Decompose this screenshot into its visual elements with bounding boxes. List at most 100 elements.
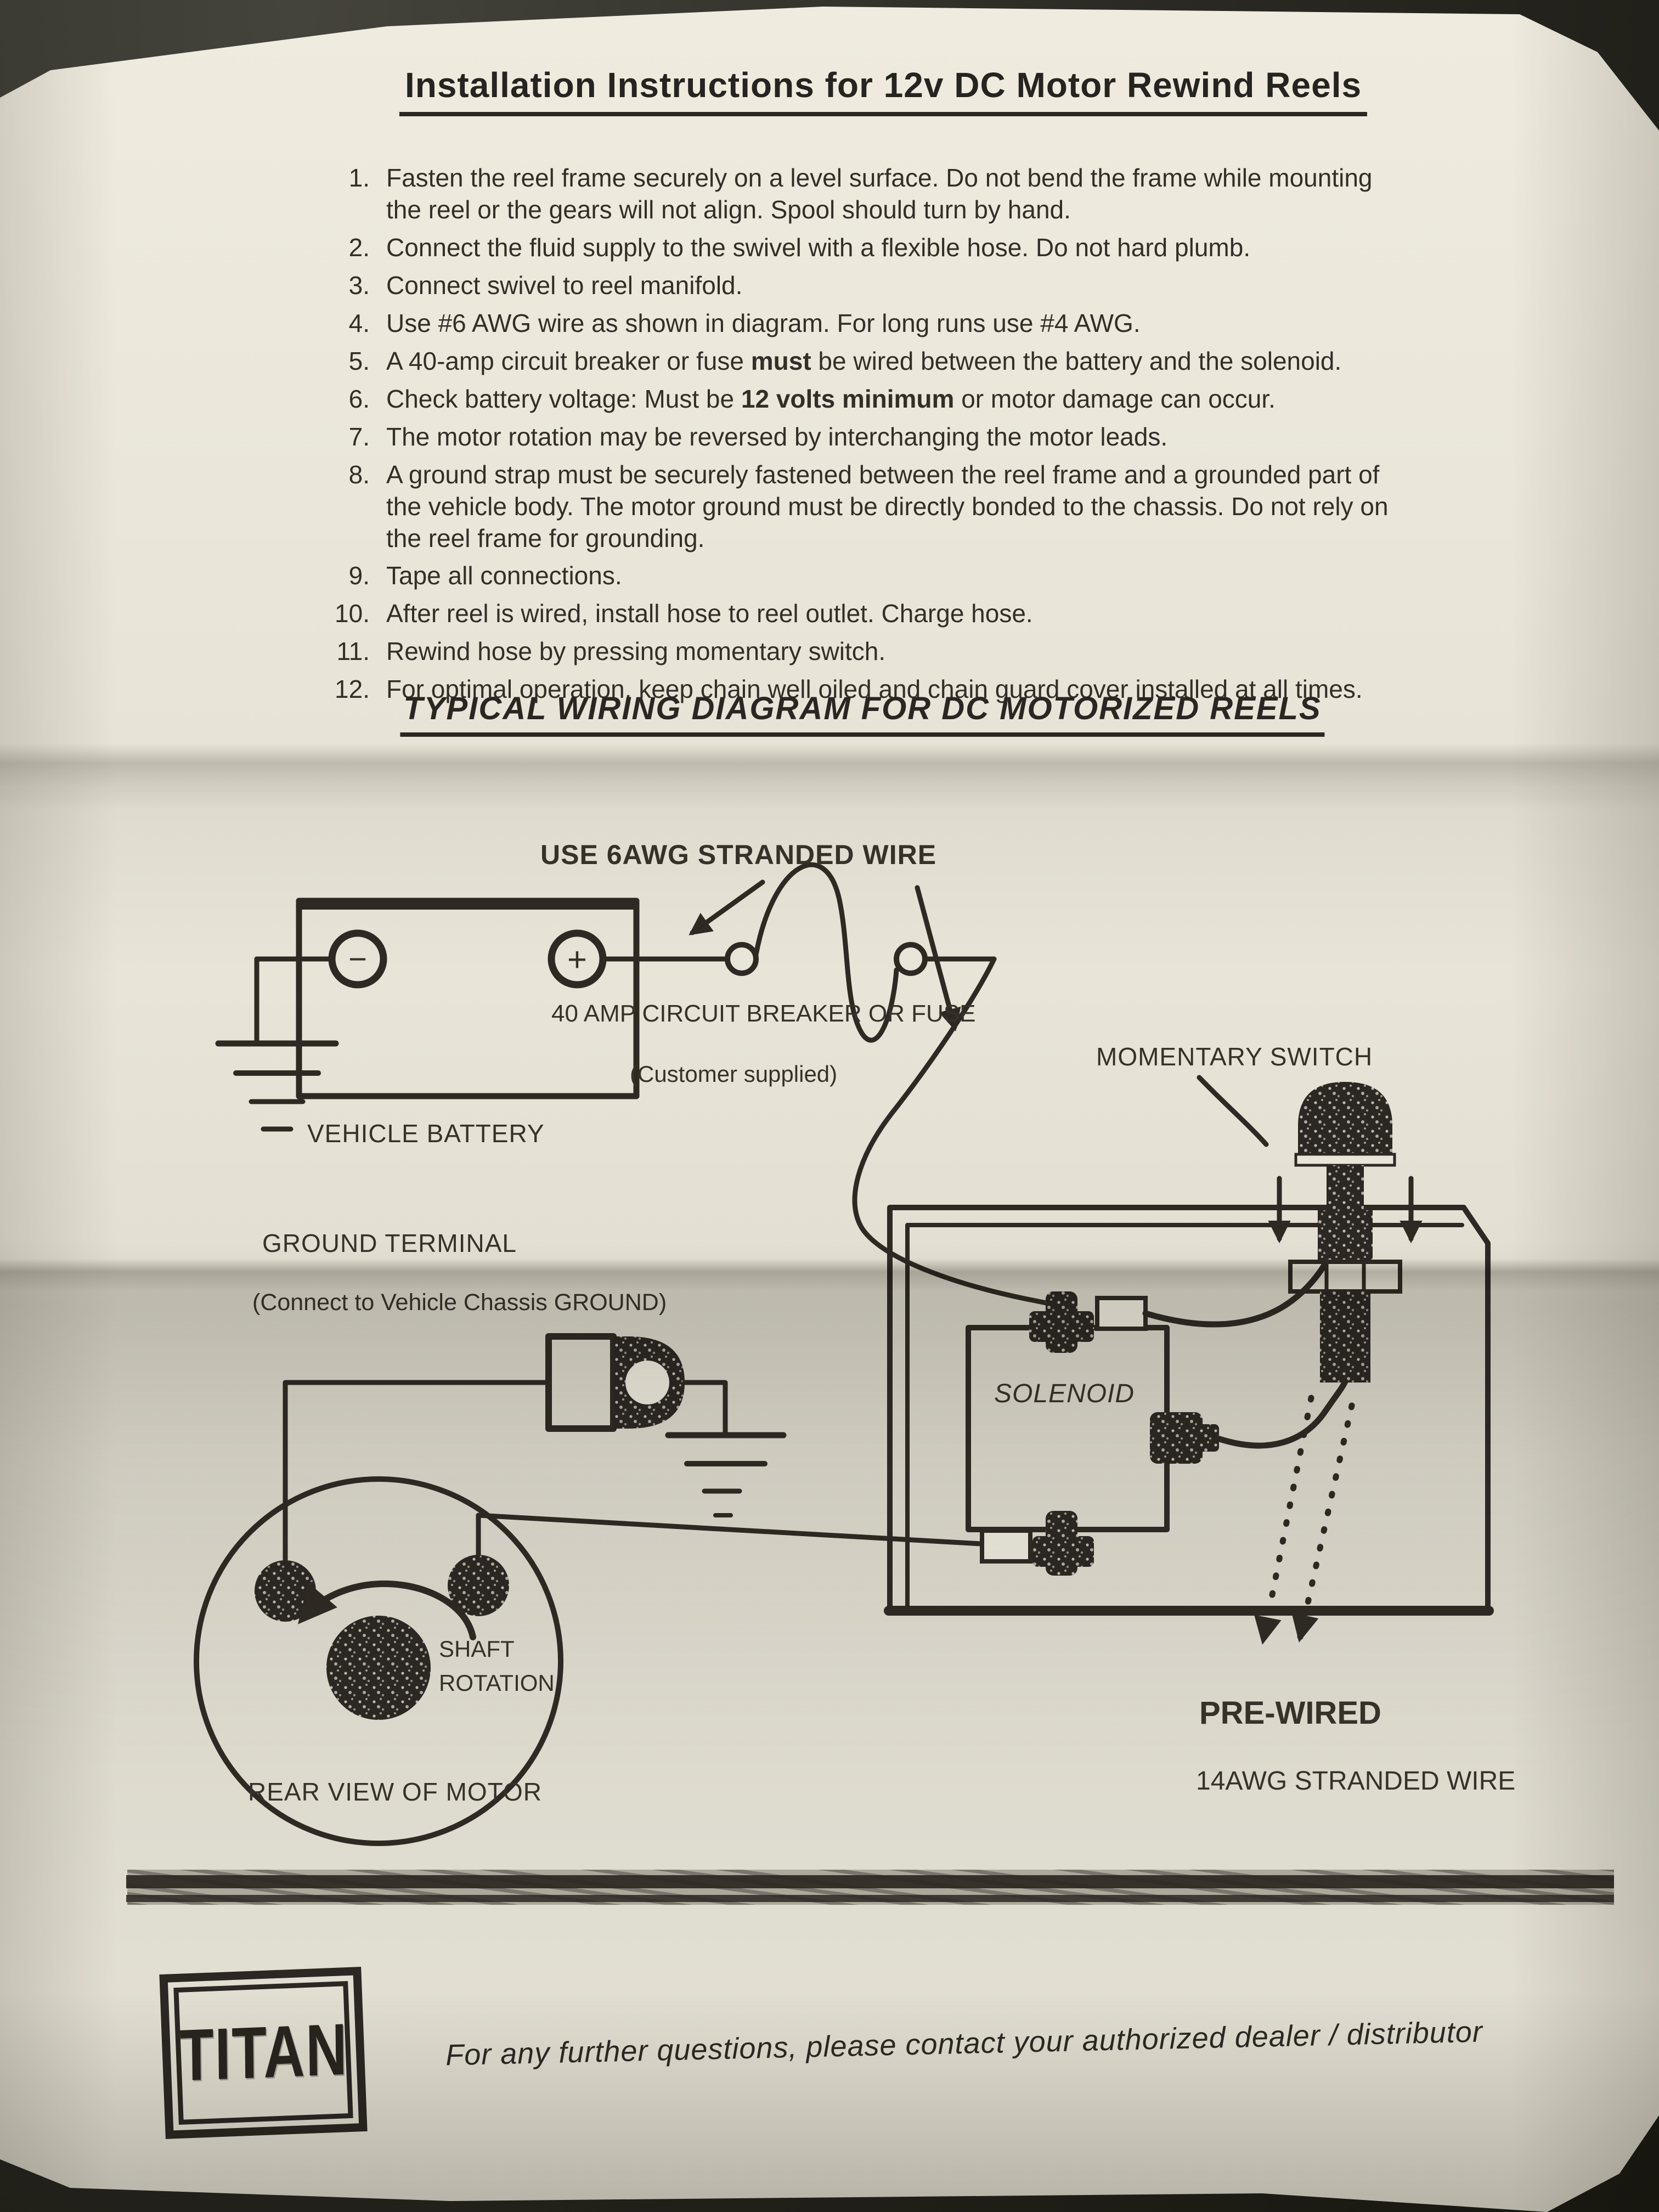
page-title: Installation Instructions for 12v DC Mot… bbox=[399, 65, 1368, 116]
wire-solenoid-to-switch-1 bbox=[1142, 1262, 1328, 1328]
switch-button-cap bbox=[1298, 1082, 1392, 1154]
instruction-number: 8. bbox=[348, 460, 370, 489]
instruction-text: Use #6 AWG wire as shown in diagram. For… bbox=[386, 308, 1141, 337]
wire-motor-to-lug bbox=[283, 1380, 551, 1563]
instruction-number: 12. bbox=[335, 675, 370, 704]
use-wire-arrow-right bbox=[915, 885, 961, 1031]
instruction-text: The motor rotation may be reversed by in… bbox=[386, 422, 1168, 451]
instruction-item: 11. Rewind hose by pressing momentary sw… bbox=[323, 636, 1601, 668]
switch-stem-threaded bbox=[1320, 1291, 1370, 1383]
separator-band bbox=[126, 1870, 1614, 1905]
solenoid-top-terminal-flange bbox=[1029, 1311, 1094, 1342]
instruction-item: 5. A 40-amp circuit breaker or fuse must… bbox=[323, 346, 1601, 377]
diagram-heading: TYPICAL WIRING DIAGRAM FOR DC MOTORIZED … bbox=[400, 690, 1325, 737]
instruction-number: 7. bbox=[348, 422, 370, 451]
instruction-text: After reel is wired, install hose to ree… bbox=[386, 599, 1033, 628]
momentary-switch-label: MOMENTARY SWITCH bbox=[1096, 1042, 1373, 1071]
wire-motor-to-solenoid bbox=[476, 1513, 984, 1558]
ground-terminal-label: GROUND TERMINAL bbox=[262, 1229, 517, 1257]
instruction-list: 1. Fasten the reel frame securely on a l… bbox=[323, 162, 1601, 712]
rear-view-label: REAR VIEW OF MOTOR bbox=[248, 1778, 542, 1806]
instruction-text: Connect swivel to reel manifold. bbox=[386, 270, 743, 300]
instruction-number: 3. bbox=[348, 270, 370, 300]
pre-wired-dotted-1 bbox=[1254, 1395, 1314, 1645]
solenoid-top-connector bbox=[1095, 1296, 1148, 1331]
instruction-item: 3. Connect swivel to reel manifold. bbox=[323, 270, 1601, 302]
pre-wired-dotted-2 bbox=[1291, 1402, 1355, 1643]
instruction-text: A ground strap must be securely fastened… bbox=[386, 460, 1389, 552]
switch-stem-upper bbox=[1327, 1165, 1364, 1211]
breaker-label: 40 AMP CIRCUIT BREAKER OR FUSE bbox=[551, 1000, 975, 1027]
instruction-text: Rewind hose by pressing momentary switch… bbox=[386, 637, 886, 666]
shaft-label-line1: SHAFT bbox=[439, 1636, 515, 1662]
solenoid-bottom-connector bbox=[980, 1528, 1032, 1564]
lug-body bbox=[545, 1333, 617, 1432]
pre-wired-label: PRE-WIRED bbox=[1199, 1695, 1381, 1731]
solenoid-label: SOLENOID bbox=[994, 1379, 1135, 1408]
shaft-rotation-arrow-icon bbox=[297, 1580, 476, 1640]
titan-logo: TITAN bbox=[159, 1967, 368, 2139]
titan-logo-text: TITAN bbox=[178, 2008, 348, 2097]
instruction-text: For optimal operation, keep chain well o… bbox=[386, 675, 1363, 704]
battery-ground-symbol-icon bbox=[215, 956, 339, 1132]
solenoid-bottom-terminal-flange bbox=[1032, 1536, 1094, 1567]
ground-terminal-sub-label: (Connect to Vehicle Chassis GROUND) bbox=[252, 1289, 667, 1316]
instruction-number: 5. bbox=[348, 346, 370, 375]
wire-lug-to-ground bbox=[682, 1380, 728, 1436]
separator-line-2 bbox=[126, 1895, 1614, 1902]
instruction-item: 10. After reel is wired, install hose to… bbox=[323, 598, 1601, 630]
instruction-text: Connect the fluid supply to the swivel w… bbox=[386, 233, 1251, 262]
circuit-breaker: USE 6AWG STRANDED WIRE 40 AMP CIRCUIT BR… bbox=[540, 839, 1063, 1309]
vehicle-battery-label: VEHICLE BATTERY bbox=[307, 1119, 545, 1148]
wire-solenoid-to-switch-2 bbox=[1215, 1378, 1348, 1449]
instruction-item: 7. The motor rotation may be reversed by… bbox=[323, 421, 1601, 453]
battery-box bbox=[296, 898, 640, 1099]
pre-wired-callout: PRE-WIRED 14AWG STRANDED WIRE bbox=[1196, 1395, 1515, 1796]
instruction-item: 2. Connect the fluid supply to the swive… bbox=[323, 232, 1601, 264]
instruction-item: 4. Use #6 AWG wire as shown in diagram. … bbox=[323, 308, 1601, 340]
battery-negative-sign: − bbox=[348, 941, 367, 977]
motor-rear-view: SHAFT ROTATION REAR VIEW OF MOTOR bbox=[194, 1476, 984, 1846]
breaker-terminal-left bbox=[725, 942, 759, 976]
customer-supplied-label: (Customer supplied) bbox=[630, 1061, 837, 1087]
solenoid: SOLENOID bbox=[966, 1262, 1348, 1576]
switch-stem-body bbox=[1318, 1210, 1373, 1262]
momentary-switch-leader bbox=[1197, 1075, 1269, 1147]
instruction-number: 9. bbox=[348, 561, 370, 590]
instruction-number: 10. bbox=[335, 599, 370, 628]
instruction-number: 1. bbox=[348, 163, 370, 192]
instruction-item: 1. Fasten the reel frame securely on a l… bbox=[323, 162, 1601, 226]
motor-terminal-right bbox=[448, 1555, 509, 1616]
instruction-number: 11. bbox=[336, 637, 370, 666]
instruction-number: 2. bbox=[348, 233, 370, 262]
instruction-number: 4. bbox=[348, 308, 370, 337]
motor-body bbox=[194, 1476, 563, 1846]
instruction-item: 6. Check battery voltage: Must be 12 vol… bbox=[323, 383, 1601, 415]
ground-terminal: GROUND TERMINAL (Connect to Vehicle Chas… bbox=[252, 1229, 787, 1563]
instruction-text: Fasten the reel frame securely on a leve… bbox=[386, 163, 1373, 224]
vehicle-battery: − + VEHICLE BATTERY bbox=[296, 898, 640, 1148]
instruction-text: Check battery voltage: Must be 12 volts … bbox=[386, 384, 1276, 413]
lug-ring-hole bbox=[625, 1361, 669, 1404]
shaft-label-line2: ROTATION bbox=[439, 1670, 555, 1696]
instruction-number: 6. bbox=[348, 384, 370, 413]
instruction-text: A 40-amp circuit breaker or fuse must be… bbox=[386, 346, 1342, 375]
use-wire-label: USE 6AWG STRANDED WIRE bbox=[540, 839, 936, 870]
switch-cap-base bbox=[1294, 1153, 1396, 1167]
breaker-terminal-right bbox=[894, 942, 928, 976]
wire-breaker-to-solenoid bbox=[852, 956, 1063, 1309]
titan-logo-frame: TITAN bbox=[173, 1980, 353, 2125]
solenoid-box bbox=[966, 1325, 1170, 1532]
momentary-switch: MOMENTARY SWITCH bbox=[1096, 1042, 1423, 1383]
solenoid-right-terminal-tip bbox=[1185, 1424, 1219, 1452]
pre-wired-sub-label: 14AWG STRANDED WIRE bbox=[1196, 1767, 1515, 1796]
instruction-item: 9. Tape all connections. bbox=[323, 560, 1601, 592]
breaker-squiggle-wire bbox=[753, 862, 899, 1043]
instruction-text: Tape all connections. bbox=[386, 561, 622, 590]
battery-positive-sign: + bbox=[567, 941, 587, 979]
instruction-item: 8. A ground strap must be securely faste… bbox=[323, 459, 1601, 555]
instruction-item: 12. For optimal operation, keep chain we… bbox=[323, 674, 1601, 706]
motor-shaft bbox=[326, 1616, 431, 1720]
